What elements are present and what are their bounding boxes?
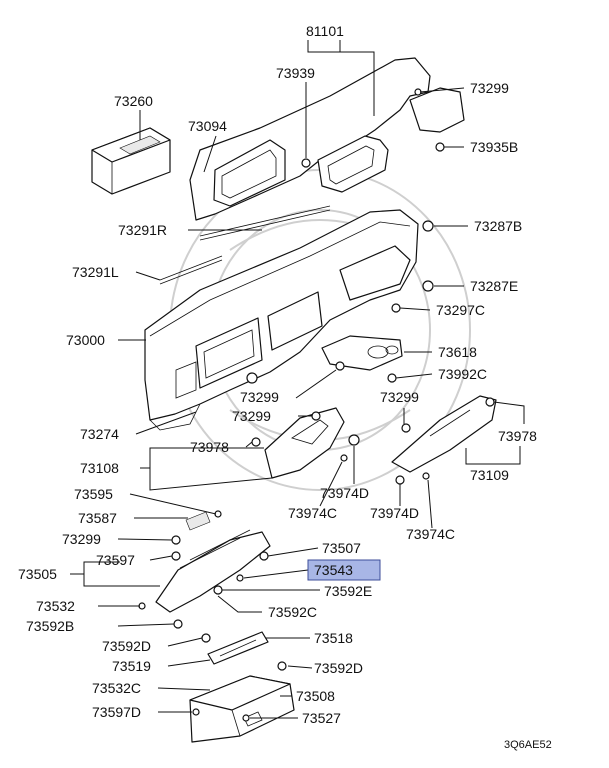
label-73299[interactable]: 73299 (62, 531, 101, 547)
part-73109-lower-cover-right (391, 395, 497, 473)
label-73094[interactable]: 73094 (188, 118, 227, 134)
label-73592D[interactable]: 73592D (102, 638, 151, 654)
label-73507[interactable]: 73507 (322, 540, 361, 556)
label-73592E[interactable]: 73592E (324, 583, 372, 599)
label-73974C[interactable]: 73974C (406, 526, 455, 542)
part-81101-meter-hood (189, 57, 465, 221)
label-73297C[interactable]: 73297C (436, 302, 485, 318)
label-73532C[interactable]: 73532C (92, 680, 141, 696)
label-73978[interactable]: 73978 (190, 439, 229, 455)
label-73992C[interactable]: 73992C (438, 366, 487, 382)
figure-code: 3Q6AE52 (504, 739, 552, 751)
label-73532[interactable]: 73532 (36, 598, 75, 614)
highlight-box-73543 (307, 559, 381, 581)
label-73592B[interactable]: 73592B (26, 618, 74, 634)
part-73618-center-bin (321, 335, 403, 371)
label-73939[interactable]: 73939 (276, 65, 315, 81)
part-73000-instrument-panel (144, 209, 419, 431)
label-73519[interactable]: 73519 (112, 658, 151, 674)
label-73527[interactable]: 73527 (302, 710, 341, 726)
label-73287E[interactable]: 73287E (470, 278, 518, 294)
label-73299[interactable]: 73299 (470, 80, 509, 96)
part-73508-glove-box (189, 675, 295, 743)
label-73274[interactable]: 73274 (80, 426, 119, 442)
part-labels: 81101 73939 73299 73260 73094 73935B 732… (18, 23, 537, 726)
label-73505[interactable]: 73505 (18, 566, 57, 582)
label-73299[interactable]: 73299 (380, 389, 419, 405)
label-73299[interactable]: 73299 (232, 408, 271, 424)
label-73291L[interactable]: 73291L (72, 264, 119, 280)
label-73291R[interactable]: 73291R (118, 222, 167, 238)
label-73974D[interactable]: 73974D (370, 505, 419, 521)
label-73935B[interactable]: 73935B (470, 139, 518, 155)
label-73000[interactable]: 73000 (66, 332, 105, 348)
label-73597D[interactable]: 73597D (92, 704, 141, 720)
part-73260-coin-box (91, 127, 171, 195)
label-73299[interactable]: 73299 (240, 389, 279, 405)
label-73974D[interactable]: 73974D (320, 485, 369, 501)
label-73978[interactable]: 73978 (498, 428, 537, 444)
part-73505-glove-lid (155, 511, 271, 613)
leader-lines (70, 40, 525, 719)
label-73595[interactable]: 73595 (74, 486, 113, 502)
part-73518-bracket (207, 631, 269, 665)
label-73287B[interactable]: 73287B (474, 218, 522, 234)
label-73597[interactable]: 73597 (96, 552, 135, 568)
fasteners (138, 88, 495, 722)
label-73618[interactable]: 73618 (438, 344, 477, 360)
label-73974C[interactable]: 73974C (288, 505, 337, 521)
part-73108-lower-cover-left (264, 407, 345, 479)
label-73108[interactable]: 73108 (80, 460, 119, 476)
label-73508[interactable]: 73508 (296, 688, 335, 704)
label-73109[interactable]: 73109 (470, 467, 509, 483)
label-73543[interactable]: 73543 (314, 562, 353, 578)
label-73587[interactable]: 73587 (78, 510, 117, 526)
label-73592C[interactable]: 73592C (268, 604, 317, 620)
label-73518[interactable]: 73518 (314, 630, 353, 646)
label-73592D[interactable]: 73592D (314, 660, 363, 676)
part-73291-strips (159, 205, 331, 285)
label-81101[interactable]: 81101 (306, 23, 344, 39)
label-73260[interactable]: 73260 (114, 93, 153, 109)
